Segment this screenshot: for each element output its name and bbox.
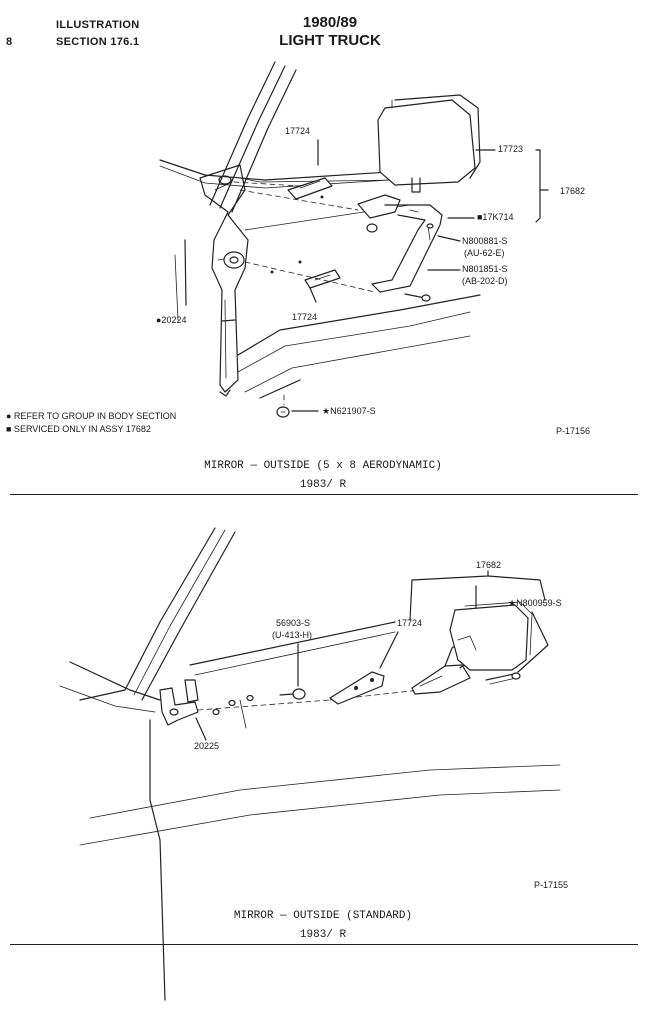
part-56903-label: 56903-S xyxy=(276,618,311,628)
part-20224-label: ●20224 xyxy=(156,315,187,325)
part-au62e-label: (AU-62-E) xyxy=(464,248,505,258)
part-u413h-label: (U-413-H) xyxy=(272,630,313,640)
part-17724-top-label: 17724 xyxy=(285,126,311,136)
note-body-section: ● REFER TO GROUP IN BODY SECTION xyxy=(6,411,177,421)
part-17682-std-label: 17682 xyxy=(476,560,502,570)
part-17723-label: 17723 xyxy=(498,144,524,154)
part-17724-bottom-label: 17724 xyxy=(292,312,318,322)
aerodynamic-mirror-diagram xyxy=(159,61,549,418)
note-serviced-only: ■ SERVICED ONLY IN ASSY 17682 xyxy=(6,424,151,434)
figure1-caption: MIRROR — OUTSIDE (5 x 8 AERODYNAMIC) xyxy=(204,460,442,472)
figure2-caption: MIRROR — OUTSIDE (STANDARD) xyxy=(233,910,413,922)
part-17724-std-label: 17724 xyxy=(397,618,423,628)
figure2-divider xyxy=(10,944,638,945)
part-n621907-label: ★N621907-S xyxy=(322,406,376,416)
part-17k714-label: ■17K714 xyxy=(477,212,514,222)
part-20225-label: 20225 xyxy=(194,741,220,751)
part-n800881-label: N800881-S xyxy=(462,236,508,246)
header-years: 1980/89 xyxy=(302,14,358,31)
header-vehicle: LIGHT TRUCK xyxy=(279,32,381,49)
part-ab202d-label: (AB-202-D) xyxy=(462,276,508,286)
figure1-divider xyxy=(10,494,638,495)
part-n800959-label: ★N800959-S xyxy=(508,598,562,608)
figure1-model: 1983/ R xyxy=(299,479,347,491)
header-illustration: ILLUSTRATION xyxy=(56,19,140,31)
plate-number-1: P-17156 xyxy=(556,426,591,436)
part-n801851-label: N801851-S xyxy=(462,264,508,274)
figure2-model: 1983/ R xyxy=(299,929,347,941)
part-17682-label: 17682 xyxy=(560,186,586,196)
plate-number-2: P-17155 xyxy=(534,880,569,890)
header-section: SECTION 176.1 xyxy=(56,36,140,48)
page-number: 8 xyxy=(6,36,13,48)
